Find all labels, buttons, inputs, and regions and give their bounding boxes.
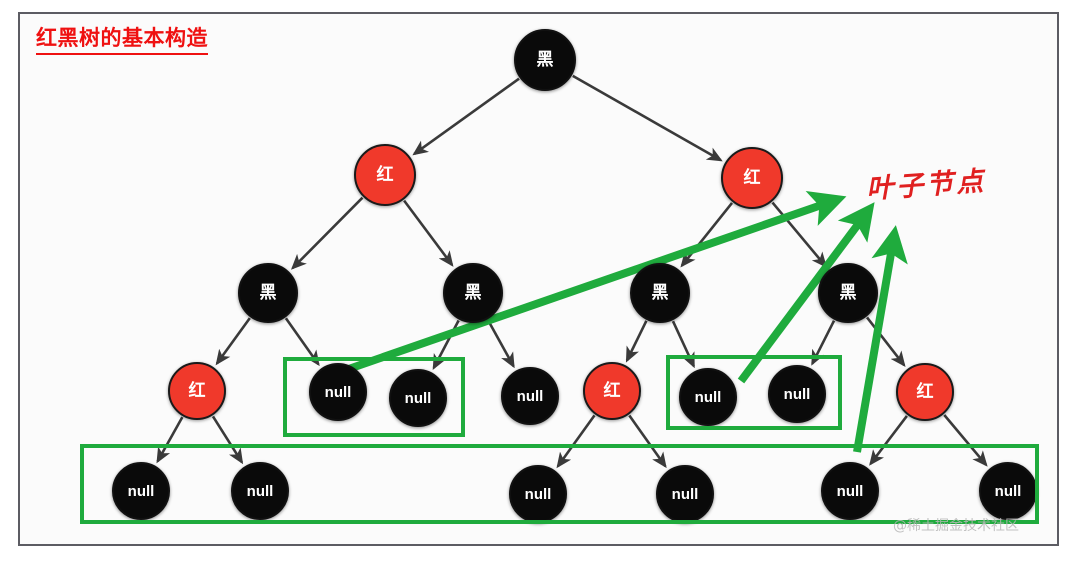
tree-node-label: null	[836, 482, 864, 500]
tree-node-n0: 黑	[514, 29, 576, 91]
tree-node-n7: 红	[168, 362, 226, 420]
tree-node-label: 红	[188, 380, 206, 401]
tree-node-label: 黑	[464, 282, 482, 303]
tree-node-label: 黑	[651, 282, 669, 303]
leaf-node-annotation: 叶子节点	[865, 165, 988, 206]
box-bottom	[80, 444, 1039, 524]
tree-node-label: null	[324, 383, 352, 401]
tree-node-label: null	[994, 482, 1022, 500]
tree-node-label: null	[671, 485, 699, 503]
box-left	[283, 357, 465, 437]
tree-node-label: 红	[743, 167, 761, 188]
tree-node-label: 红	[376, 164, 394, 185]
box-middle	[666, 355, 842, 430]
tree-node-n14: 红	[896, 363, 954, 421]
tree-node-label: 黑	[839, 282, 857, 303]
tree-node-label: null	[783, 385, 811, 403]
tree-node-n3: 黑	[238, 263, 298, 323]
tree-node-n11: 红	[583, 362, 641, 420]
tree-node-n4: 黑	[443, 263, 503, 323]
tree-node-n2: 红	[721, 147, 783, 209]
tree-node-n8: null	[309, 363, 367, 421]
tree-node-n5: 黑	[630, 263, 690, 323]
tree-node-n16: null	[231, 462, 289, 520]
tree-node-n15: null	[112, 462, 170, 520]
tree-node-label: null	[524, 485, 552, 503]
tree-node-n20: null	[979, 462, 1037, 520]
tree-node-label: 黑	[536, 49, 554, 70]
tree-node-n10: null	[501, 367, 559, 425]
tree-node-label: null	[694, 388, 722, 406]
tree-node-label: null	[246, 482, 274, 500]
tree-node-n13: null	[768, 365, 826, 423]
tree-node-label: 黑	[259, 282, 277, 303]
tree-node-label: null	[516, 387, 544, 405]
tree-node-n1: 红	[354, 144, 416, 206]
tree-node-label: null	[127, 482, 155, 500]
tree-node-n6: 黑	[818, 263, 878, 323]
tree-node-label: 红	[916, 381, 934, 402]
tree-node-n12: null	[679, 368, 737, 426]
tree-node-label: null	[404, 389, 432, 407]
tree-node-n9: null	[389, 369, 447, 427]
tree-node-n19: null	[821, 462, 879, 520]
page-title: 红黑树的基本构造	[36, 22, 208, 55]
tree-node-label: 红	[603, 380, 621, 401]
tree-node-n17: null	[509, 465, 567, 523]
watermark: @稀土掘金技术社区	[893, 518, 1019, 534]
